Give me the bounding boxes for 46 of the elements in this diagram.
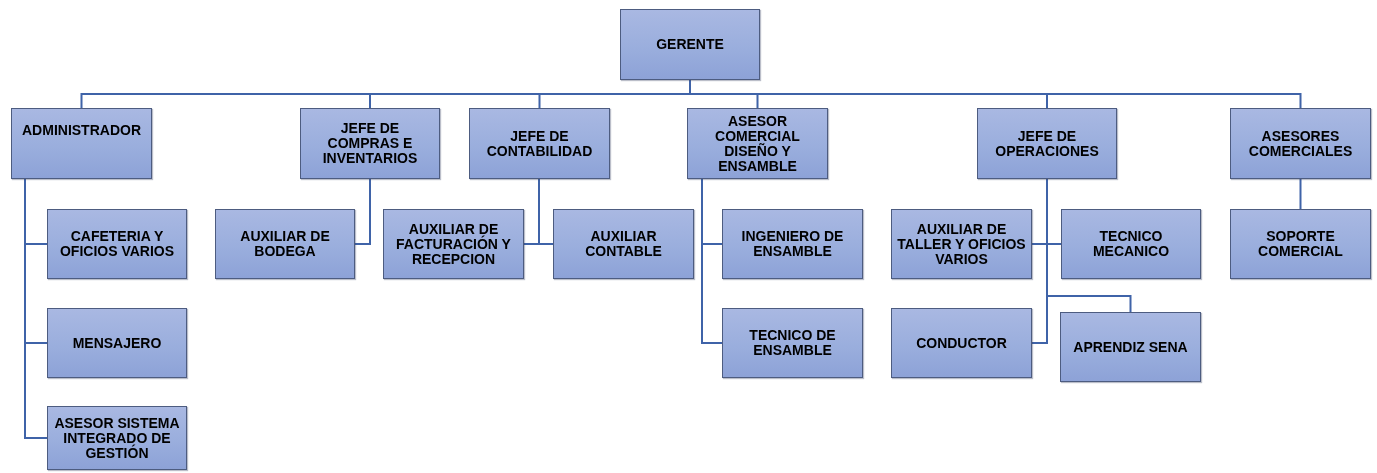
- position-box: [300, 108, 440, 179]
- position-title: ASESORES COMERCIALES: [1247, 128, 1354, 159]
- position-box: [722, 209, 863, 279]
- position-box: [553, 209, 694, 279]
- position-title: AUXILIAR CONTABLE: [584, 229, 663, 259]
- position-box: [620, 9, 760, 80]
- position-box: [469, 108, 610, 179]
- position-box: [977, 108, 1117, 179]
- position-box: [687, 108, 828, 179]
- connector-line: [1046, 178, 1132, 313]
- position-title: APRENDIZ SENA: [1073, 339, 1188, 355]
- position-box: [722, 308, 863, 378]
- position-box: [47, 406, 187, 470]
- position-title: ASESOR SISTEMA INTEGRADO DE GESTIÓN: [53, 415, 181, 461]
- position-title: JEFE DE OPERACIONES: [994, 128, 1100, 159]
- position-title: TECNICO DE ENSAMBLE: [748, 328, 837, 358]
- position-title: MENSAJERO: [72, 335, 162, 351]
- position-title: AUXILIAR DE BODEGA: [239, 229, 331, 259]
- position-title: TECNICO MECANICO: [1091, 229, 1171, 259]
- connector-line: [1299, 178, 1302, 210]
- position-title: JEFE DE CONTABILIDAD: [485, 128, 594, 159]
- connector-line: [24, 178, 48, 439]
- position-box: [1230, 108, 1371, 179]
- position-title: ADMINISTRADOR: [22, 123, 141, 138]
- position-title: ASESOR COMERCIAL DISEÑO Y ENSAMBLE: [714, 113, 801, 174]
- position-box: [1230, 209, 1371, 279]
- position-title: CONDUCTOR: [916, 335, 1007, 351]
- position-title: INGENIERO DE ENSAMBLE: [740, 229, 845, 259]
- position-box: [1060, 312, 1201, 382]
- position-title: AUXILIAR DE FACTURACIÓN Y RECEPCION: [395, 221, 512, 267]
- position-box: [215, 209, 355, 279]
- position-title: GERENTE: [656, 37, 724, 52]
- position-title: JEFE DE COMPRAS E INVENTARIOS: [321, 121, 419, 166]
- position-box: [47, 308, 187, 378]
- position-box: [1061, 209, 1201, 279]
- position-box: [47, 209, 187, 279]
- connector-line: [538, 178, 554, 245]
- connector-line: [701, 178, 723, 344]
- position-title: CAFETERIA Y OFICIOS VARIOS: [58, 229, 176, 259]
- position-box: [891, 308, 1032, 378]
- position-title: AUXILIAR DE TALLER Y OFICIOS VARIOS: [896, 221, 1027, 267]
- position-box: [383, 209, 524, 279]
- position-box: [11, 108, 152, 179]
- connector-line: [354, 178, 371, 245]
- position-title: SOPORTE COMERCIAL: [1257, 229, 1344, 259]
- position-box: [891, 209, 1032, 279]
